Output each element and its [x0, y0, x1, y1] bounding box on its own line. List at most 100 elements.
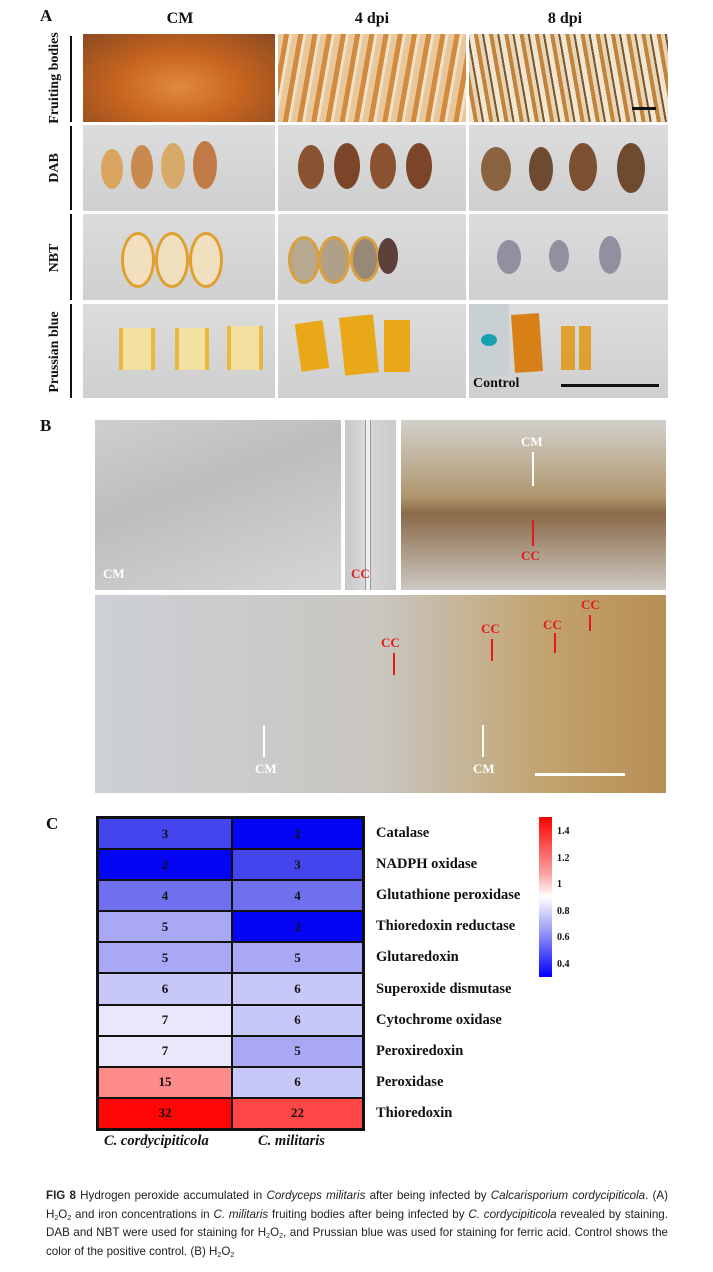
- arrow-down-icon: [263, 725, 265, 757]
- photo-dab-cm: [83, 125, 275, 211]
- caption-segment: after being infected by: [365, 1189, 491, 1202]
- figure-caption: FIG 8 Hydrogen peroxide accumulated in C…: [46, 1187, 668, 1261]
- caption-segment: 2: [230, 1251, 235, 1259]
- heatmap-cell: 6: [232, 1004, 363, 1036]
- colorbar-tick: 0.6: [557, 932, 570, 944]
- scale-bar: [561, 384, 659, 387]
- label-cc: CC: [521, 548, 540, 563]
- photo-fruiting-8dpi: [469, 34, 668, 122]
- row-divider: [70, 304, 72, 398]
- photo-fruiting-cm: [83, 34, 275, 122]
- caption-segment: revealed by staining. DAB and NBT were u…: [46, 1207, 668, 1240]
- heatmap-cell: 5: [232, 1035, 363, 1067]
- heatmap-cell: 2: [98, 849, 232, 881]
- panel-a-label: A: [40, 6, 53, 25]
- photo-fruiting-4dpi: [278, 34, 466, 122]
- caption-segment: C. militaris: [213, 1207, 269, 1221]
- panel-b-label: B: [40, 416, 52, 435]
- colorbar-tick: 0.8: [557, 905, 570, 917]
- gene-label: NADPH oxidase: [376, 856, 478, 873]
- arrow-up-icon: [589, 615, 591, 631]
- colorbar-tick: 1.4: [557, 826, 570, 837]
- photo-nbt-cm: [83, 214, 275, 300]
- photo-dab-8dpi: [469, 125, 668, 211]
- caption-segment: FIG 8: [46, 1189, 76, 1202]
- micrograph-cm: CM: [95, 420, 341, 590]
- heatmap-cell: 3: [232, 849, 363, 881]
- gene-label: Thioredoxin: [376, 1104, 453, 1121]
- control-photo: [469, 304, 509, 376]
- gene-label: Glutathione peroxidase: [376, 887, 521, 904]
- caption-segment: 2: [266, 1233, 271, 1241]
- arrow-up-icon: [393, 653, 395, 675]
- heatmap-cell: 7: [98, 1004, 232, 1036]
- gene-label: Peroxiredoxin: [376, 1042, 464, 1059]
- label-cm: CM: [103, 566, 125, 581]
- caption-segment: O: [221, 1244, 231, 1258]
- label-cm: CM: [473, 761, 495, 776]
- heatmap-cell: 22: [232, 1097, 363, 1129]
- caption-segment: fruiting bodies after being infected by: [268, 1207, 469, 1221]
- caption-segment: Cordyceps militaris: [266, 1189, 366, 1202]
- gene-label: Cytochrome oxidase: [376, 1011, 502, 1028]
- heatmap-cell: 6: [98, 973, 232, 1005]
- row-divider: [70, 126, 72, 210]
- caption-segment: O: [58, 1207, 68, 1221]
- gene-label: Superoxide dismutase: [376, 980, 512, 997]
- photo-prussian-cm: [83, 304, 275, 398]
- column-header-cm: CM: [166, 10, 194, 27]
- micrograph-interface: CM CC: [401, 420, 666, 590]
- caption-segment: Hydrogen peroxide accumulated in: [75, 1189, 267, 1202]
- row-divider: [70, 214, 72, 300]
- colorbar-tick: 1: [557, 879, 562, 891]
- heatmap-cell: 6: [232, 973, 363, 1005]
- scale-bar: [632, 107, 656, 110]
- caption-segment: 2: [217, 1251, 222, 1259]
- gene-label: Glutaredoxin: [376, 949, 459, 966]
- row-label-prussian-blue: Prussian blue: [47, 311, 62, 393]
- arrow-up-icon: [532, 452, 534, 486]
- label-cc: CC: [351, 566, 370, 581]
- caption-segment: . (A) H: [46, 1189, 668, 1221]
- micrograph-mixed: CC CC CC CC CM CM: [95, 595, 666, 793]
- heatmap-cell: 2: [232, 911, 363, 943]
- heatmap-cell: 5: [232, 942, 363, 974]
- heatmap-cell: 15: [98, 1066, 232, 1098]
- heatmap-cell: 4: [98, 880, 232, 912]
- colorbar-tick: 1.2: [557, 852, 570, 864]
- photo-prussian-8dpi: Control: [469, 304, 668, 398]
- label-cc: CC: [481, 621, 500, 636]
- heatmap-cell: 7: [98, 1035, 232, 1067]
- panel-c-label: C: [46, 814, 59, 833]
- gene-label: Catalase: [376, 825, 430, 841]
- heatmap-cell: 6: [232, 1066, 363, 1098]
- arrow-down-icon: [482, 725, 484, 757]
- caption-segment: and iron concentrations in: [71, 1207, 214, 1221]
- arrow-up-icon: [491, 639, 493, 661]
- caption-segment: , and Prussian blue was used for stainin…: [46, 1226, 668, 1258]
- arrow-up-icon: [554, 633, 556, 653]
- row-divider: [70, 36, 72, 122]
- photo-prussian-4dpi: [278, 304, 466, 398]
- heatmap-cell: 4: [232, 880, 363, 912]
- column-header-8dpi: 8 dpi: [547, 10, 583, 27]
- photo-dab-4dpi: [278, 125, 466, 211]
- column-header-4dpi: 4 dpi: [354, 10, 390, 27]
- caption-segment: 2: [67, 1214, 72, 1222]
- label-cc: CC: [543, 617, 562, 632]
- caption-segment: O: [270, 1226, 280, 1240]
- photo-nbt-8dpi: [469, 214, 668, 300]
- heatmap-cell: 5: [98, 942, 232, 974]
- label-cm: CM: [255, 761, 277, 776]
- colorbar: [539, 817, 552, 977]
- caption-segment: 2: [279, 1233, 283, 1241]
- gene-label: Peroxidase: [376, 1073, 444, 1090]
- heatmap-cell: 5: [98, 911, 232, 943]
- label-cc: CC: [581, 597, 600, 612]
- micrograph-cc: CC: [345, 420, 396, 590]
- label-cc: CC: [381, 635, 400, 650]
- caption-segment: Calcarisporium cordycipiticola: [490, 1189, 646, 1202]
- caption-segment: 2: [54, 1214, 59, 1222]
